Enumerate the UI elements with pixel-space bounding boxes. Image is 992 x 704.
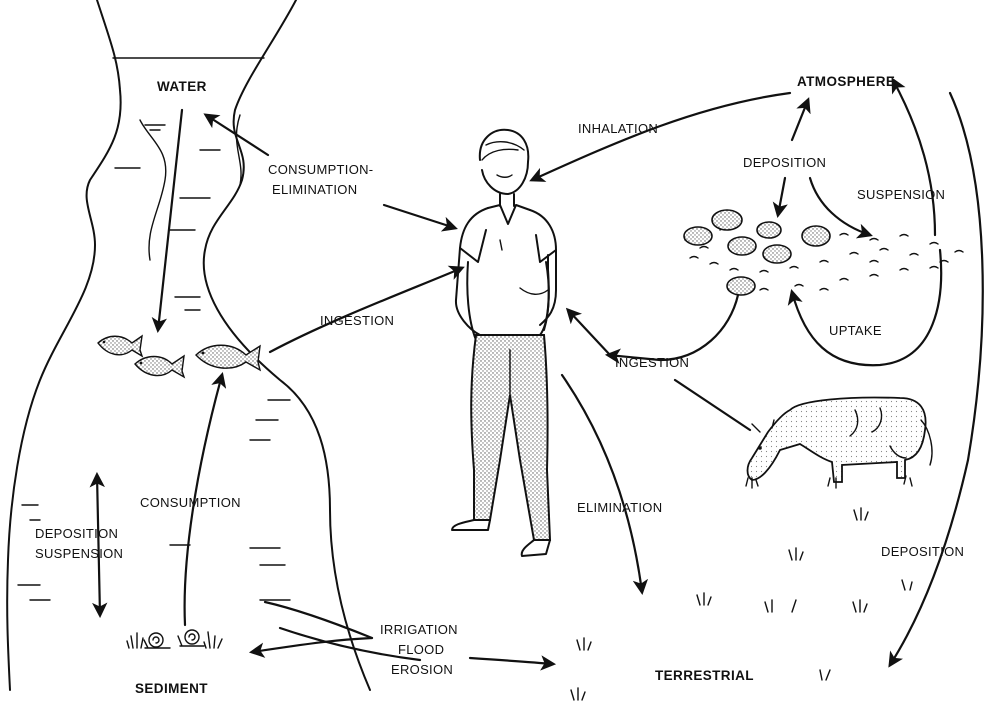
cabbage-icon: [712, 210, 742, 230]
inhalation-label: INHALATION: [578, 121, 658, 136]
uptake-label: UPTAKE: [829, 323, 882, 338]
deposition-atmosphere-label: DEPOSITION: [743, 155, 826, 170]
fish-group: [98, 336, 260, 377]
fish-icon: [196, 345, 260, 370]
consumption-elimination-label-line1: CONSUMPTION-: [268, 162, 373, 177]
ingestion-land-label: INGESTION: [615, 355, 689, 370]
erosion-label: EROSION: [391, 662, 453, 677]
atmosphere-label: ATMOSPHERE: [797, 74, 895, 89]
sediment-label: SEDIMENT: [135, 681, 208, 696]
deposition-water-label: DEPOSITION: [35, 526, 118, 541]
water-label: WATER: [157, 79, 207, 94]
elimination-label: ELIMINATION: [577, 500, 662, 515]
snail-icon: [144, 633, 170, 648]
river-water-body: [7, 0, 370, 690]
consumption-elimination-label-line2: ELIMINATION: [272, 182, 357, 197]
terrestrial-label: TERRESTRIAL: [655, 668, 754, 683]
snail-icon: [178, 630, 204, 646]
cabbage-icon: [727, 277, 755, 295]
deposition-terrestrial-label: DEPOSITION: [881, 544, 964, 559]
flood-label: FLOOD: [398, 642, 444, 657]
cow-figure: [746, 398, 932, 489]
ingestion-fish-label: INGESTION: [320, 313, 394, 328]
weed-icon: [127, 633, 143, 648]
cabbage-icon: [684, 227, 712, 245]
crop-field: [684, 210, 963, 295]
fish-icon: [98, 336, 142, 356]
fish-icon: [135, 356, 184, 377]
irrigation-label: IRRIGATION: [380, 622, 458, 637]
cabbage-icon: [802, 226, 830, 246]
cabbage-icon: [728, 237, 756, 255]
cabbage-icon: [757, 222, 781, 238]
cabbage-icon: [763, 245, 791, 263]
consumption-label: CONSUMPTION: [140, 495, 241, 510]
person-figure: [452, 130, 556, 556]
suspension-water-label: SUSPENSION: [35, 546, 123, 561]
sediment-organisms: [127, 630, 222, 648]
suspension-atmosphere-label: SUSPENSION: [857, 187, 945, 202]
weed-icon: [204, 632, 222, 648]
